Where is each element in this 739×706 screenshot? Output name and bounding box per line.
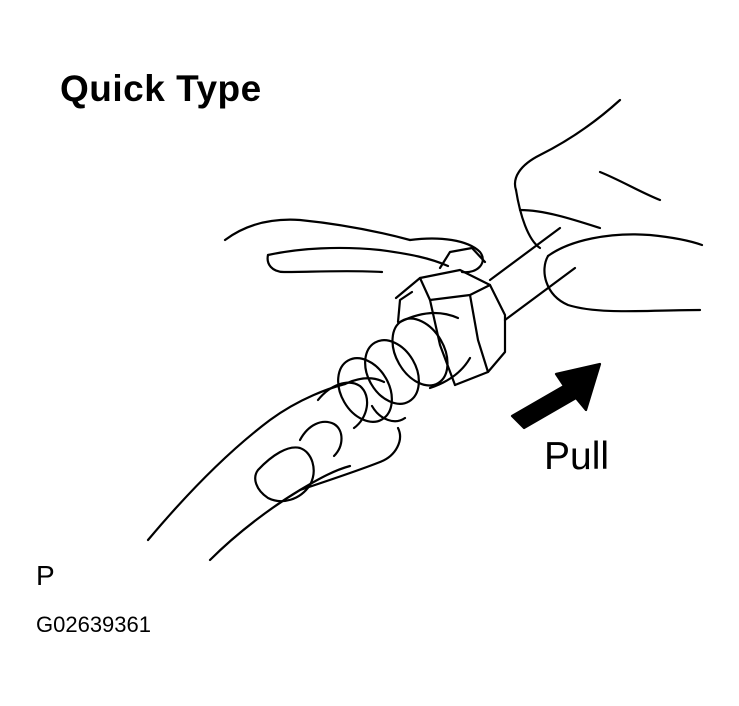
- connector-body: [337, 246, 507, 423]
- right-hand: [223, 98, 704, 313]
- left-hand: [146, 377, 402, 562]
- pull-arrow: [510, 362, 602, 430]
- figure-code: G02639361: [36, 612, 151, 637]
- pull-label: Pull: [544, 435, 610, 478]
- diagram-title: Quick Type: [60, 68, 262, 109]
- view-marker: P: [36, 560, 55, 591]
- fuel-tube: [488, 226, 577, 322]
